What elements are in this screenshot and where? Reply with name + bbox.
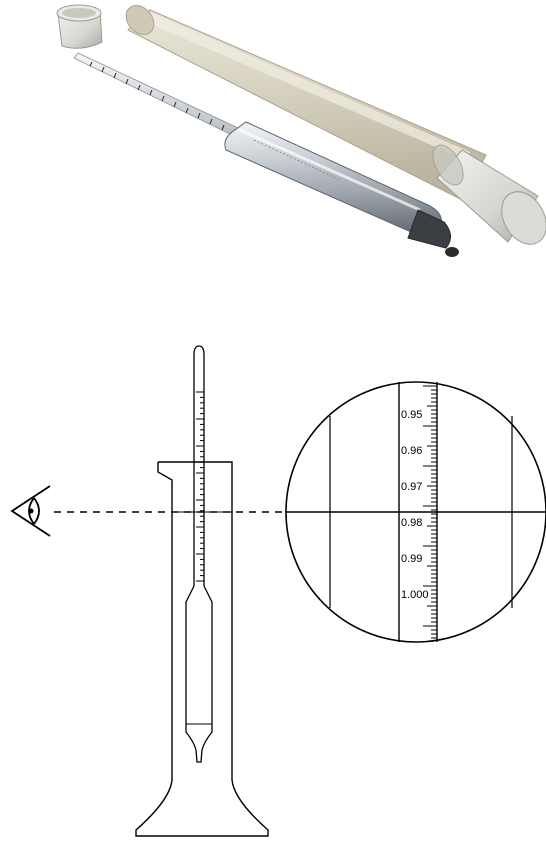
storage-tube-cap: [56, 4, 103, 49]
scale-label: 0.98: [401, 517, 422, 529]
magnified-scale-labels: 0.95 0.96 0.97 0.98 0.99 1.000: [401, 409, 429, 601]
hydrometer: [73, 52, 459, 257]
magnified-scale-ticks: [423, 385, 437, 639]
magnified-view: 0.95 0.96 0.97 0.98 0.99 1.000: [285, 381, 546, 643]
graduated-cylinder: [135, 461, 269, 837]
scale-label: 1.000: [401, 589, 429, 601]
hydrometer-photo: [56, 4, 546, 257]
hydrometer-diagram: [185, 345, 213, 763]
scale-label: 0.99: [401, 553, 422, 565]
storage-tube: [125, 5, 487, 201]
eye-icon: [10, 485, 51, 537]
scale-label: 0.97: [401, 481, 422, 493]
storage-tube-end-cap: [432, 144, 546, 245]
scale-label: 0.95: [401, 409, 422, 421]
scale-label: 0.96: [401, 445, 422, 457]
reading-diagram: 0.95 0.96 0.97 0.98 0.99 1.000: [10, 345, 546, 837]
stem-scale-ticks: [196, 391, 204, 582]
